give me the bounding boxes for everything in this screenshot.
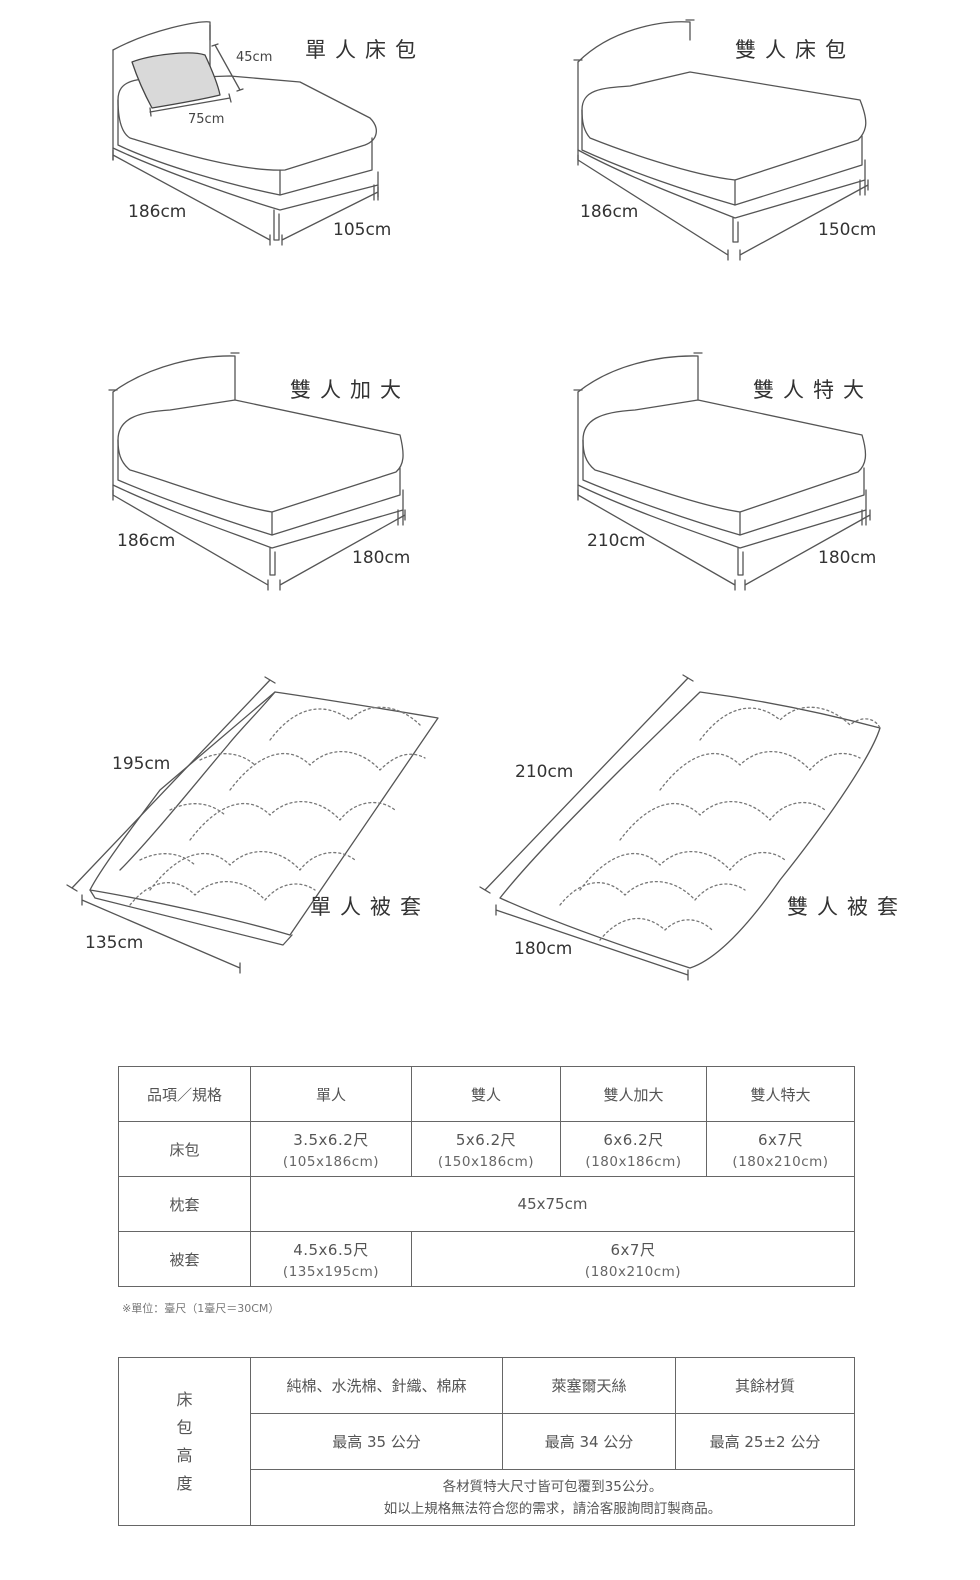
pillow-width-label: 45cm	[236, 50, 273, 65]
material-tencel-header: 萊塞爾天絲	[502, 1357, 676, 1414]
double-bed-width: 150cm	[818, 220, 877, 240]
header-queen: 雙人加大	[560, 1066, 707, 1122]
header-double: 雙人	[411, 1066, 561, 1122]
queen-bed-title: 雙人加大	[290, 378, 410, 402]
table-row-pillowcase: 枕套 45x75cm	[118, 1176, 855, 1232]
king-bed-width: 180cm	[818, 548, 877, 568]
cell-fitted-king: 6x7尺 (180x210cm)	[706, 1121, 855, 1177]
single-duvet-width: 135cm	[85, 933, 144, 953]
double-duvet-drawing	[479, 674, 881, 981]
single-bed-drawing	[112, 21, 379, 246]
sheet-height-table: 床 包 高 度 純棉、水洗棉、針織、棉麻 萊塞爾天絲 其餘材質 最高 35 公分…	[118, 1357, 855, 1526]
row-label-duvet-cover: 被套	[118, 1231, 251, 1287]
king-bed-length: 210cm	[587, 531, 646, 551]
height-other-value: 最高 25±2 公分	[675, 1413, 855, 1470]
cell-fitted-queen: 6x6.2尺 (180x186cm)	[560, 1121, 707, 1177]
height-footnote-row: 各材質特大尺寸皆可包覆到35公分。 如以上規格無法符合您的需求，請洽客服詢問訂製…	[119, 1469, 855, 1526]
cell-duvet-single: 4.5x6.5尺 (135x195cm)	[250, 1231, 412, 1287]
single-duvet-title: 單人被套	[310, 895, 430, 919]
cell-fitted-single: 3.5x6.2尺 (105x186cm)	[250, 1121, 412, 1177]
table-row-fitted-sheet: 床包 3.5x6.2尺 (105x186cm) 5x6.2尺 (150x186c…	[118, 1121, 855, 1177]
row-label-fitted-sheet: 床包	[118, 1121, 251, 1177]
height-tencel-value: 最高 34 公分	[502, 1413, 676, 1470]
header-item-spec: 品項／規格	[118, 1066, 251, 1122]
height-header-row: 床 包 高 度 純棉、水洗棉、針織、棉麻 萊塞爾天絲 其餘材質	[118, 1357, 855, 1526]
queen-bed-length: 186cm	[117, 531, 176, 551]
double-duvet-title: 雙人被套	[787, 895, 907, 919]
single-duvet-length: 195cm	[112, 754, 171, 774]
header-single: 單人	[250, 1066, 412, 1122]
queen-bed-drawing	[108, 352, 406, 591]
row-label-pillowcase: 枕套	[118, 1176, 251, 1232]
pillow-length-label: 75cm	[188, 112, 225, 127]
table-row-duvet-cover: 被套 4.5x6.5尺 (135x195cm) 6x7尺 (180x210cm)	[118, 1231, 855, 1287]
material-cotton-header: 純棉、水洗棉、針織、棉麻	[250, 1357, 503, 1414]
bed-illustrations	[66, 19, 881, 981]
single-bed-width: 105cm	[333, 220, 392, 240]
material-other-header: 其餘材質	[675, 1357, 855, 1414]
double-bed-drawing	[573, 19, 869, 261]
double-bed-length: 186cm	[580, 202, 639, 222]
single-duvet-drawing	[66, 676, 439, 974]
height-row-label: 床 包 高 度	[118, 1357, 251, 1526]
single-bed-length: 186cm	[128, 202, 187, 222]
single-bed-title: 單人床包	[305, 38, 425, 62]
king-bed-drawing	[573, 352, 871, 591]
height-footnote: 各材質特大尺寸皆可包覆到35公分。 如以上規格無法符合您的需求，請洽客服詢問訂製…	[250, 1469, 855, 1526]
queen-bed-width: 180cm	[352, 548, 411, 568]
height-values-row: 最高 35 公分 最高 34 公分 最高 25±2 公分	[119, 1413, 855, 1470]
height-cotton-value: 最高 35 公分	[250, 1413, 503, 1470]
double-duvet-length: 210cm	[515, 762, 574, 782]
table-header-row: 品項／規格 單人 雙人 雙人加大 雙人特大	[118, 1066, 855, 1122]
cell-fitted-double: 5x6.2尺 (150x186cm)	[411, 1121, 561, 1177]
size-spec-table: 品項／規格 單人 雙人 雙人加大 雙人特大 床包 3.5x6.2尺 (105x1…	[118, 1066, 855, 1287]
cell-pillowcase-size: 45x75cm	[250, 1176, 855, 1232]
unit-note: ※單位：臺尺（1臺尺＝30CM）	[122, 1302, 280, 1315]
header-king: 雙人特大	[706, 1066, 855, 1122]
double-duvet-width: 180cm	[514, 939, 573, 959]
king-bed-title: 雙人特大	[753, 378, 873, 402]
double-bed-title: 雙人床包	[735, 38, 855, 62]
cell-duvet-other: 6x7尺 (180x210cm)	[411, 1231, 855, 1287]
